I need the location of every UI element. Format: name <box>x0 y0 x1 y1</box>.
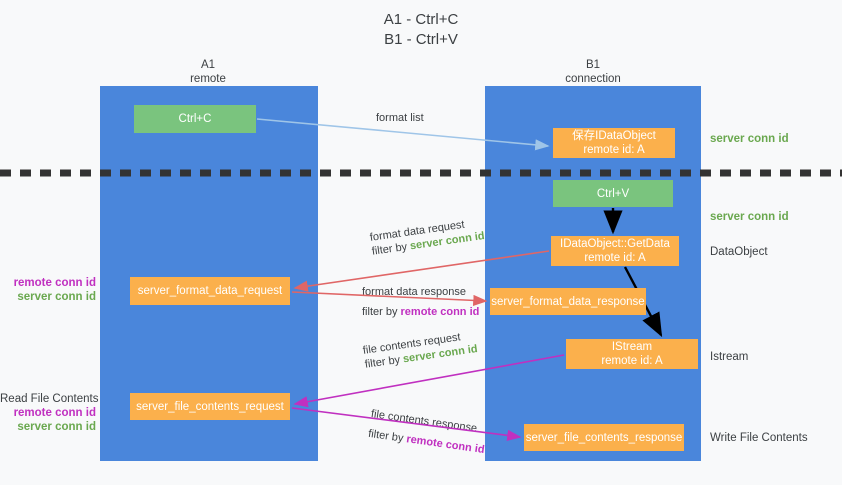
annotation-format-server-conn-id: server conn id <box>17 291 96 303</box>
filter-prefix: filter by <box>362 306 401 318</box>
title-line-1: A1 - Ctrl+C <box>383 11 459 28</box>
column-a1-sub: remote <box>190 73 226 85</box>
annotation-write-file-contents: Write File Contents <box>710 432 808 444</box>
node-file-resp-label: server_file_contents_response <box>525 431 683 444</box>
edge-label-format-list: format list <box>376 111 424 125</box>
node-format-req-label: server_format_data_request <box>137 285 283 297</box>
column-a1-name: A1 <box>200 59 216 71</box>
node-ctrl-v[interactable]: Ctrl+V <box>553 180 673 207</box>
node-getdata-line1: IDataObject::GetData <box>560 238 670 250</box>
node-ctrl-c[interactable]: Ctrl+C <box>134 105 256 133</box>
edge-format-list <box>256 118 550 151</box>
column-b1-sub: connection <box>565 73 621 85</box>
filter-value-remote-conn-id: remote conn id <box>400 306 480 318</box>
node-server-file-contents-request[interactable]: server_file_contents_request <box>130 393 290 420</box>
edge-label-format-data-response-filter: filter by remote conn id <box>362 305 479 319</box>
edge-file-contents-response <box>291 407 522 441</box>
node-save-idataobject-line2: remote id: A <box>583 144 645 156</box>
edge-label-format-data-response: format data response filter by remote co… <box>362 285 479 319</box>
page-title: A1 - Ctrl+C B1 - Ctrl+V <box>0 10 842 50</box>
annotation-format-conn-ids: remote conn id server conn id <box>0 276 96 304</box>
node-save-idataobject-line1: 保存IDataObject <box>572 130 656 142</box>
annotation-server-conn-id-1: server conn id <box>710 133 789 145</box>
annotation-server-conn-id-2: server conn id <box>710 211 789 223</box>
node-format-resp-label: server_format_data_response <box>491 295 645 308</box>
column-header-b1: B1 connection <box>483 58 703 86</box>
annotation-file-remote-conn-id: remote conn id <box>13 407 96 419</box>
annotation-istream: Istream <box>710 351 749 363</box>
phase-divider <box>0 169 842 177</box>
annotation-format-remote-conn-id: remote conn id <box>13 277 96 289</box>
column-b1-name: B1 <box>585 59 601 71</box>
edge-format-data-response <box>291 291 488 307</box>
edge-file-contents-request <box>293 354 565 408</box>
node-istream-line2: remote id: A <box>601 355 663 367</box>
node-server-format-data-request[interactable]: server_format_data_request <box>130 277 290 305</box>
edge-label-format-list-text: format list <box>376 112 424 124</box>
node-istream-line1: IStream <box>611 341 653 353</box>
node-ctrl-v-label: Ctrl+V <box>596 187 630 200</box>
node-getdata-line2: remote id: A <box>584 252 646 264</box>
annotation-file-server-conn-id: server conn id <box>17 421 96 433</box>
node-idataobject-getdata[interactable]: IDataObject::GetData remote id: A <box>551 236 679 266</box>
title-line-2: B1 - Ctrl+V <box>384 31 458 48</box>
node-file-req-label: server_file_contents_request <box>136 400 284 413</box>
annotation-read-file-contents: Read File Contents remote conn id server… <box>0 392 99 434</box>
edge-format-data-request <box>293 250 550 292</box>
annotation-dataobject: DataObject <box>710 246 768 258</box>
node-ctrl-c-label: Ctrl+C <box>178 113 212 125</box>
annotation-read-file-title: Read File Contents <box>0 393 99 405</box>
node-server-format-data-response[interactable]: server_format_data_response <box>490 288 646 315</box>
edge-label-format-data-response-line1: format data response <box>362 286 466 298</box>
node-save-idataobject[interactable]: 保存IDataObject remote id: A <box>553 128 675 158</box>
node-server-file-contents-response[interactable]: server_file_contents_response <box>524 424 684 451</box>
node-istream[interactable]: IStream remote id: A <box>566 339 698 369</box>
column-header-a1: A1 remote <box>98 58 318 86</box>
